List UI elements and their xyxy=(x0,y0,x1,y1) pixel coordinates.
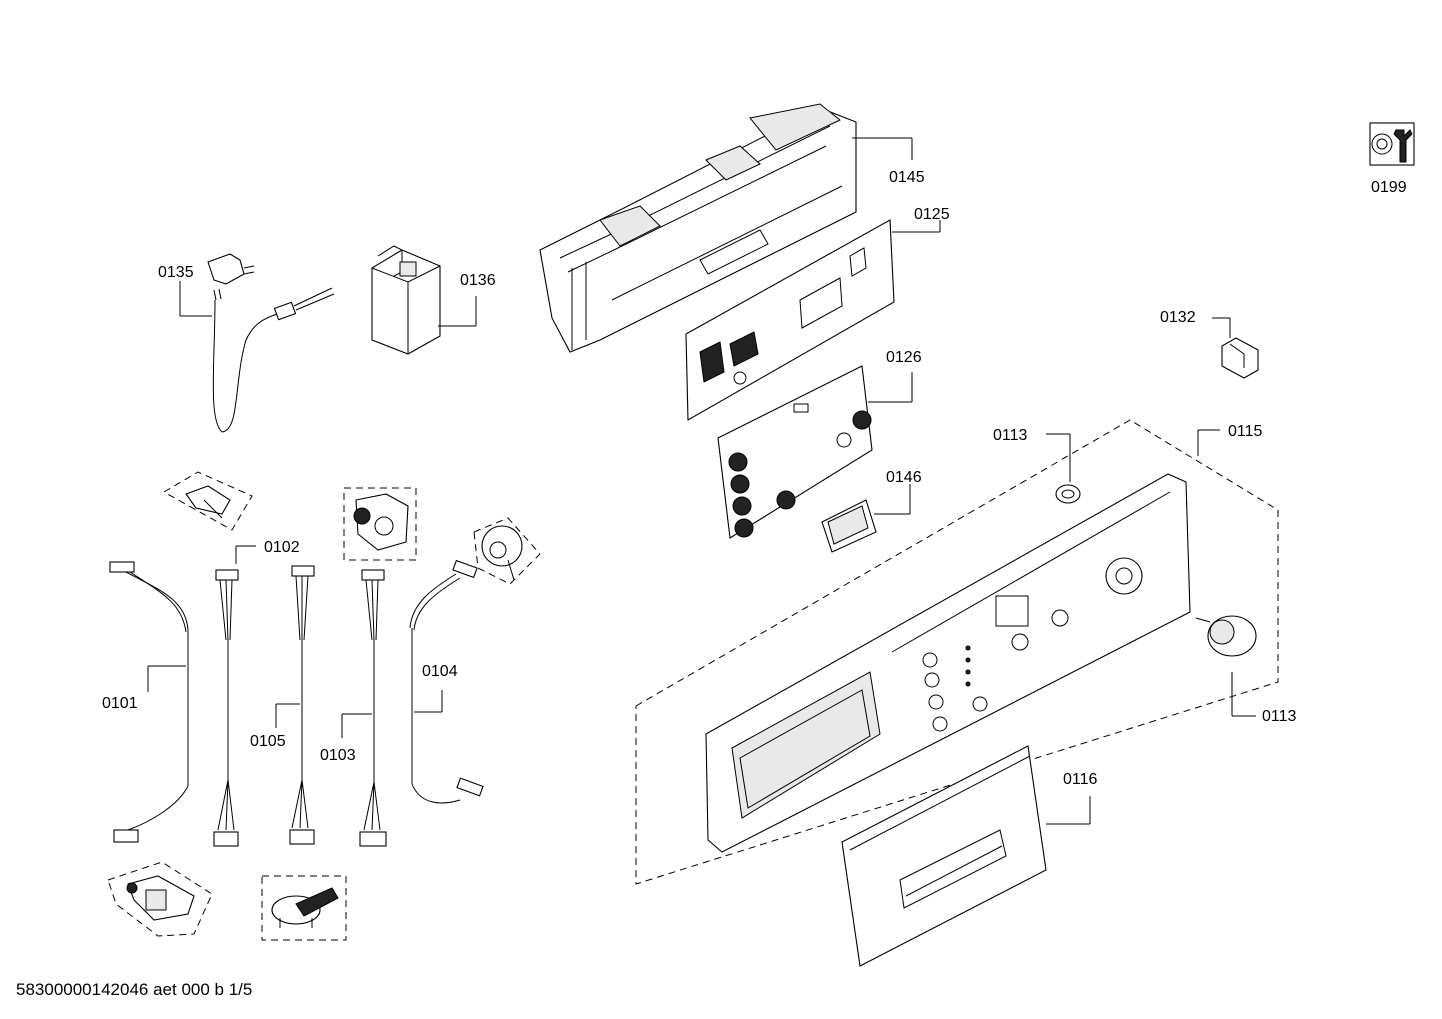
program-knob-part: 0113 xyxy=(1195,615,1297,725)
electronics-housing-part: 0145 xyxy=(539,103,925,353)
motor-sensor-part xyxy=(261,875,347,941)
label-0113-knob: 0113 xyxy=(1262,708,1297,725)
pressure-switch-part xyxy=(473,517,541,585)
label-0105: 0105 xyxy=(250,733,286,750)
knob-ring-part: 0113 xyxy=(993,427,1081,504)
harness-0104: 0104 xyxy=(409,559,484,804)
control-panel-part: 0115 xyxy=(635,419,1279,885)
label-0104: 0104 xyxy=(422,663,458,680)
main-board-part: 0125 xyxy=(685,206,950,421)
harness-0102: 0102 xyxy=(213,539,300,847)
drawer-handle-part: 0116 xyxy=(841,745,1098,967)
filter-part: 0136 xyxy=(371,245,496,355)
connector-component-part xyxy=(162,471,253,531)
label-0132: 0132 xyxy=(1160,309,1196,326)
label-0101: 0101 xyxy=(102,695,138,712)
tool-label: 0199 xyxy=(1371,179,1407,196)
label-0125: 0125 xyxy=(914,206,950,223)
control-board-part: 0126 xyxy=(717,349,922,539)
label-0102: 0102 xyxy=(264,539,300,556)
label-0116: 0116 xyxy=(1063,771,1098,788)
harness-0103: 0103 xyxy=(320,569,387,847)
label-0135: 0135 xyxy=(158,264,194,281)
label-0145: 0145 xyxy=(889,169,925,186)
label-0113-ring: 0113 xyxy=(993,427,1028,444)
valve-component-part xyxy=(107,861,213,937)
label-0136: 0136 xyxy=(460,272,496,289)
label-0115: 0115 xyxy=(1228,423,1263,440)
clip-part: 0132 xyxy=(1160,309,1259,379)
harness-0105: 0105 xyxy=(250,565,315,845)
wrench-icon xyxy=(1369,122,1415,166)
tool-icon-group: 0199 xyxy=(1369,122,1415,196)
power-cord-part: 0135 xyxy=(158,253,335,433)
label-0146: 0146 xyxy=(886,469,922,486)
harness-0101: 0101 xyxy=(102,561,189,843)
sensor-component-part xyxy=(343,487,417,561)
document-footer: 58300000142046 aet 000 b 1/5 xyxy=(16,980,253,999)
display-window-part: 0146 xyxy=(821,469,922,553)
label-0126: 0126 xyxy=(886,349,922,366)
label-0103: 0103 xyxy=(320,747,356,764)
